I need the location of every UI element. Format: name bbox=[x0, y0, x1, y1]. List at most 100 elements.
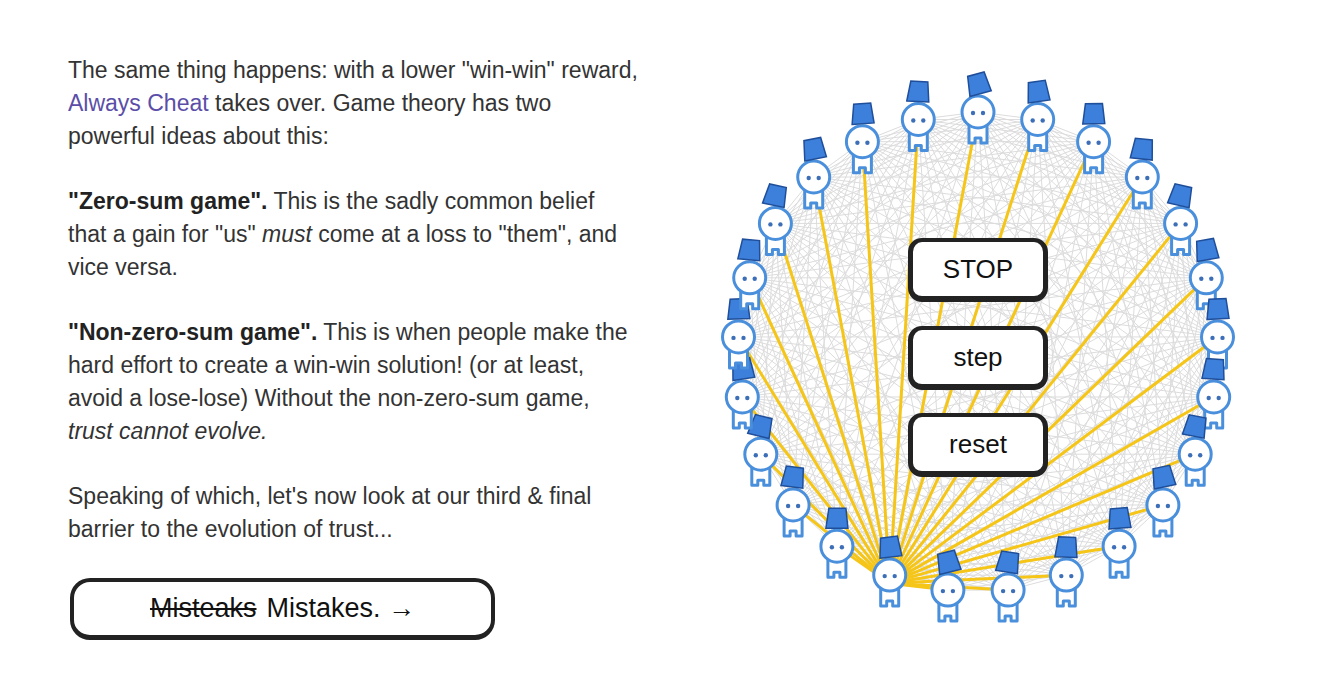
grey-link bbox=[738, 120, 918, 337]
agent-eye bbox=[830, 545, 834, 549]
grey-link bbox=[1066, 337, 1217, 575]
grey-link bbox=[775, 112, 978, 223]
grey-link bbox=[750, 142, 863, 278]
agent-eye bbox=[768, 222, 772, 226]
grey-link bbox=[1119, 454, 1195, 546]
agent-hat bbox=[1182, 414, 1207, 438]
agent-head bbox=[962, 96, 994, 128]
agent-eye bbox=[1096, 141, 1100, 145]
agent-eye bbox=[807, 176, 811, 180]
agent-eye bbox=[883, 574, 887, 578]
agent-head bbox=[902, 104, 934, 136]
grey-link bbox=[750, 120, 919, 278]
agent-head bbox=[1179, 438, 1211, 470]
agent-head bbox=[1190, 262, 1222, 294]
agent-hat bbox=[1150, 465, 1176, 489]
agent-head bbox=[1126, 161, 1158, 193]
agent-eye bbox=[753, 277, 757, 281]
agent-head bbox=[745, 438, 777, 470]
agent-figure bbox=[1165, 183, 1197, 254]
agent-figure bbox=[821, 508, 853, 577]
agent-hat bbox=[878, 536, 902, 559]
agent-head bbox=[821, 530, 853, 562]
yellow-link bbox=[890, 223, 1181, 583]
agent-head bbox=[726, 381, 758, 413]
grey-link bbox=[793, 397, 1214, 505]
agent-eye bbox=[921, 118, 925, 122]
agent-eye bbox=[893, 574, 897, 578]
next-button: MisteaksMistakes. → bbox=[70, 578, 495, 640]
agent-hat bbox=[1082, 104, 1104, 124]
grey-link bbox=[918, 120, 1180, 224]
grey-link bbox=[738, 142, 862, 337]
agent-hat bbox=[1206, 298, 1229, 319]
grey-link bbox=[948, 505, 1163, 590]
grey-link bbox=[814, 177, 1143, 178]
agent-figure bbox=[1022, 80, 1054, 150]
button-label: reset bbox=[949, 429, 1007, 460]
agent-figure bbox=[932, 550, 964, 621]
agent-figure bbox=[874, 536, 906, 606]
paragraph: "Non-zero-sum game". This is when people… bbox=[68, 316, 638, 448]
agent-hat bbox=[1107, 507, 1131, 529]
grey-link bbox=[918, 120, 1213, 397]
agent-hat bbox=[763, 183, 789, 207]
agent-hat bbox=[1025, 80, 1050, 103]
agent-hat bbox=[907, 81, 930, 102]
agent-eye bbox=[1086, 141, 1090, 145]
agent-eye bbox=[1069, 574, 1073, 578]
agent-eye bbox=[1112, 545, 1116, 549]
agent-head bbox=[874, 559, 906, 591]
agent-eye bbox=[981, 111, 985, 115]
agent-eye bbox=[735, 396, 739, 400]
agent-figure bbox=[777, 466, 809, 536]
paragraph: Speaking of which, let's now look at our… bbox=[68, 480, 638, 546]
grey-link bbox=[862, 120, 1037, 142]
agent-hat bbox=[1194, 238, 1219, 262]
agent-figure bbox=[992, 551, 1024, 622]
agent-eye bbox=[743, 277, 747, 281]
term: "Non-zero-sum game". bbox=[68, 319, 317, 345]
yellow-links bbox=[738, 112, 1217, 590]
agent-head bbox=[1022, 104, 1054, 136]
body-text: The same thing happens: with a lower "wi… bbox=[68, 57, 638, 83]
grey-link bbox=[775, 120, 918, 224]
agent-hat bbox=[826, 508, 848, 528]
agent-eye bbox=[778, 222, 782, 226]
agent-head bbox=[798, 161, 830, 193]
agent-eye bbox=[1166, 504, 1170, 508]
agent-eye bbox=[1209, 277, 1213, 281]
agent-hat bbox=[738, 239, 762, 261]
agent-eye bbox=[971, 111, 975, 115]
agent-figure bbox=[759, 183, 791, 254]
agent-head bbox=[1050, 559, 1082, 591]
agent-head bbox=[846, 126, 878, 158]
agent-hat bbox=[781, 466, 805, 489]
agent-eye bbox=[865, 141, 869, 145]
agent-eye bbox=[817, 176, 821, 180]
strategy-name: Always Cheat bbox=[68, 90, 209, 116]
agent-hat bbox=[1055, 537, 1078, 558]
agent-figure bbox=[962, 71, 994, 143]
paragraph: "Zero-sum game". This is the sadly commo… bbox=[68, 185, 638, 284]
grey-link bbox=[814, 120, 919, 178]
agent-head bbox=[1202, 321, 1234, 353]
agent-eye bbox=[1059, 574, 1063, 578]
agent-hat bbox=[1130, 138, 1154, 160]
agent-head bbox=[992, 574, 1024, 606]
agent-figure bbox=[1050, 537, 1082, 606]
agent-eye bbox=[1183, 222, 1187, 226]
body-text: Speaking of which, let's now look at our… bbox=[68, 483, 591, 542]
agent-head bbox=[1198, 381, 1230, 413]
grey-mesh bbox=[738, 112, 1217, 590]
agent-head bbox=[759, 207, 791, 239]
grey-link bbox=[742, 396, 1213, 397]
term: "Zero-sum game". bbox=[68, 188, 267, 214]
agent-figure bbox=[1078, 104, 1110, 173]
yellow-link bbox=[890, 575, 1067, 583]
button-label: STOP bbox=[943, 254, 1013, 285]
control-button: reset bbox=[908, 413, 1048, 477]
grey-link bbox=[761, 142, 863, 455]
agent-figure bbox=[1147, 465, 1179, 536]
agent-head bbox=[1078, 126, 1110, 158]
